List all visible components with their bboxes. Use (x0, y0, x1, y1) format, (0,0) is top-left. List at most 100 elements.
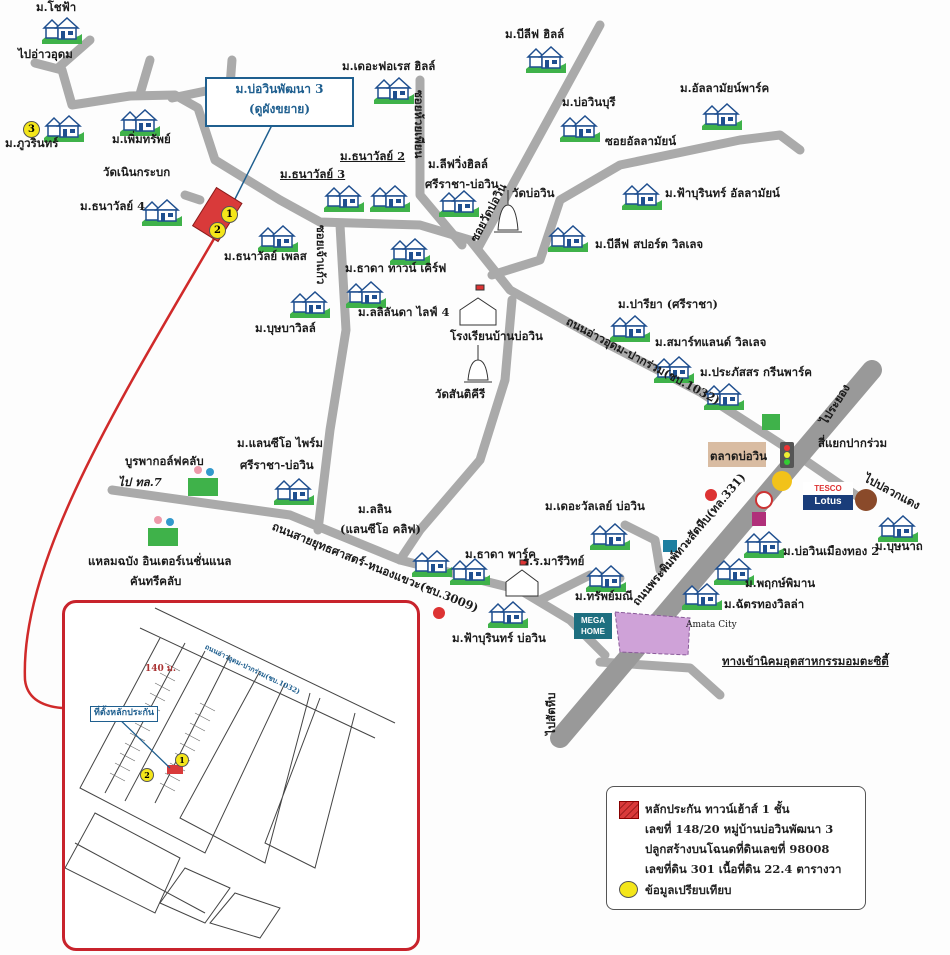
label-wat-noen-krabok: วัดเนินกระบก (103, 165, 171, 179)
label-thanawan4: ม.ธนาวัลย์ 4 (80, 199, 146, 213)
lotus-text: Lotus (814, 496, 842, 507)
label-to-sattahip: ไปสัตหีบ (544, 692, 558, 735)
legend-line-5: ข้อมูลเปรียบเทียบ (645, 883, 732, 897)
inset-marker-2: 2 (140, 768, 154, 782)
label-lanceo-prime-2: ศรีราชา-บ่อวิน (240, 458, 314, 472)
legend-line-1: หลักประกัน ทาวน์เฮ้าส์ 1 ชั้น (645, 802, 790, 816)
label-lifewing: ม.ลีฟวิ่งฮิลล์ (428, 157, 488, 171)
homepro-icon (855, 489, 877, 511)
label-to-hw7: ไป ทล.7 (118, 475, 162, 489)
label-lalin-2: (แลนซีโอ คลิฟ) (340, 522, 421, 536)
bank-icon-scb (752, 512, 766, 526)
road-chofa (53, 35, 95, 73)
tesco-text: TESCO (803, 482, 853, 495)
road-stub-3 (180, 190, 205, 205)
label-mariwit: ร.ร.มารีวิทย์ (523, 554, 585, 568)
property-link-line (23, 231, 220, 710)
label-wat-bowin: วัดบ่อวิน (512, 186, 555, 200)
label-burapha-golf: บูรพากอล์ฟคลับ (125, 454, 204, 468)
gas-station-icon-2 (433, 607, 445, 619)
road-huai-phian (415, 75, 467, 250)
label-lalin-1: ม.ลลิน (358, 502, 392, 516)
road-331 (550, 360, 882, 748)
bank-icon-kbank (755, 491, 773, 509)
school-icons (459, 284, 539, 597)
callout-subtitle: (ดูผังขยาย) (248, 102, 311, 116)
label-the-valley: ม.เดอะวัลเลย์ บ่อวิน (545, 499, 645, 513)
road-valley (620, 520, 665, 575)
label-intersection: สี่แยกปากร่วม (818, 436, 888, 450)
legend-line-4: เลขที่ดิน 301 เนื้อที่ดิน 22.4 ตารางวา (645, 862, 842, 876)
marker-2: 2 (209, 222, 226, 239)
label-thada-town: ม.ธาดา ทาวน์ เคิร์ฟ (345, 261, 447, 275)
tesco-lotus-logo: TESCO Lotus (803, 482, 853, 510)
road-chao-kaeo (313, 220, 351, 535)
label-phoemsap: ม.เพิ่มทรัพย์ (112, 132, 171, 146)
label-soi-huai-phian: ซอยห้วยเพียน (412, 90, 426, 159)
road-stub-1 (135, 55, 155, 99)
label-amata-city: Amata City (686, 620, 737, 630)
label-wat-santikiri: วัดสันติคีรี (435, 387, 486, 401)
comparable-legend-swatch (619, 881, 638, 898)
label-school-bowin: โรงเรียนบ้านบ่อวิน (450, 329, 543, 343)
bank-icon-green (762, 414, 780, 430)
label-lalin-life4: ม.ลลิลันดา ไลฟ์ 4 (358, 305, 450, 319)
label-soi-chao-kaeo: ซอยเจ้าแก้ว (314, 225, 328, 285)
inset-marker-1: 1 (175, 753, 189, 767)
label-bowin-muangthong2: ม.บ่อวินเมืองทอง 2 (783, 544, 880, 558)
temple-icons (464, 190, 522, 383)
label-to-ao-udom: ไปอ่าวอุดม (18, 47, 73, 61)
label-lanceo-prime-1: ม.แลนซีโอ ไพร์ม (237, 436, 323, 450)
label-soi-allamai: ซอยอัลลามัยน์ (605, 134, 677, 148)
inset-property-marker (167, 765, 183, 774)
label-prapassorn: ม.ประภัสสร กรีนพาร์ค (700, 365, 812, 379)
bank-icon-blue (663, 540, 677, 552)
label-smartland: ม.สมาร์ทแลนด์ วิลเลจ (655, 335, 767, 349)
site-plan-inset: 140 ม. ถนนอ่าวอุดม-ปากร่วม(ชบ.1032) ที่ต… (62, 600, 420, 951)
label-thanawan-place: ม.ธนาวัลย์ เพลส (224, 249, 307, 263)
label-sapmanee: ม.ทรัพย์มณี (575, 589, 633, 603)
label-sriracha-bowin: ศรีราชา-บ่อวิน (425, 177, 499, 191)
golf-icons (148, 466, 218, 546)
label-pariya: ม.ปารียา (ศรีราชา) (618, 297, 718, 311)
road-allamai (487, 130, 805, 280)
label-pruksa-phiman: ม.พฤกษ์พิมาน (745, 576, 816, 590)
label-allamai-park: ม.อัลลามัยน์พาร์ค (680, 81, 770, 95)
callout-pointer (231, 124, 273, 206)
site-plan-drawing (64, 607, 396, 939)
label-thanawan3: ม.ธนาวัลย์ 3 (280, 167, 346, 181)
property-legend-swatch (619, 801, 639, 819)
marker-3: 3 (23, 121, 40, 138)
label-bussaba: ม.บุษบาวิลล์ (255, 321, 316, 335)
marker-1: 1 (221, 206, 238, 223)
label-laem-chabang-golf-1: แหลมฉบัง อินเตอร์เนชั่นแนล (88, 554, 232, 568)
traffic-light-icon (780, 442, 794, 468)
project-callout: ม.บ่อวินพัฒนา 3 (ดูผังขยาย) (205, 77, 354, 127)
inset-distance-label: 140 ม. (145, 664, 176, 674)
label-chatthong: ม.ฉัตรทองวิลล่า (724, 597, 805, 611)
label-blive-sport: ม.บีลีฟ สปอร์ต วิลเลจ (595, 237, 704, 251)
amata-city-area (614, 611, 691, 656)
label-thada-park: ม.ธาดา พาร์ค (465, 547, 536, 561)
label-thanawan2: ม.ธนาวัลย์ 2 (340, 149, 406, 163)
label-phuwarin: ม.ภูวรินทร์ (5, 136, 59, 150)
label-forest-hill: ม.เดอะฟอเรส ฮิลล์ (342, 59, 436, 73)
legend: หลักประกัน ทาวน์เฮ้าส์ 1 ชั้น เลขที่ 148… (606, 786, 866, 910)
road-ao-udom (30, 58, 875, 510)
label-bowinburi: ม.บ่อวินบุรี (562, 95, 616, 109)
label-market-bowin: ตลาดบ่อวิน (710, 449, 767, 463)
callout-title: ม.บ่อวินพัฒนา 3 (235, 82, 324, 96)
gas-station-icon (705, 489, 717, 501)
road-santikiri (395, 295, 517, 565)
label-chofa: ม.โชฟ้า (36, 0, 77, 14)
label-faburin-bowin: ม.ฟ้าบุรินทร์ บ่อวิน (452, 631, 546, 645)
inset-location-label: ที่ตั้งหลักประกัน (90, 706, 159, 722)
bank-icon-yellow (772, 471, 792, 491)
road-wat-bowin (473, 20, 605, 253)
label-faburin-allamai: ม.ฟ้าบุรินทร์ อัลลามัยน์ (665, 186, 780, 200)
label-amata-entrance: ทางเข้านิคมอุตสาหกรรมอมตะซิตี้ (722, 654, 889, 668)
legend-line-3: ปลูกสร้างบนโฉนดที่ดินเลขที่ 98008 (645, 842, 830, 856)
label-laem-chabang-golf-2: คันทรีคลับ (130, 574, 182, 588)
